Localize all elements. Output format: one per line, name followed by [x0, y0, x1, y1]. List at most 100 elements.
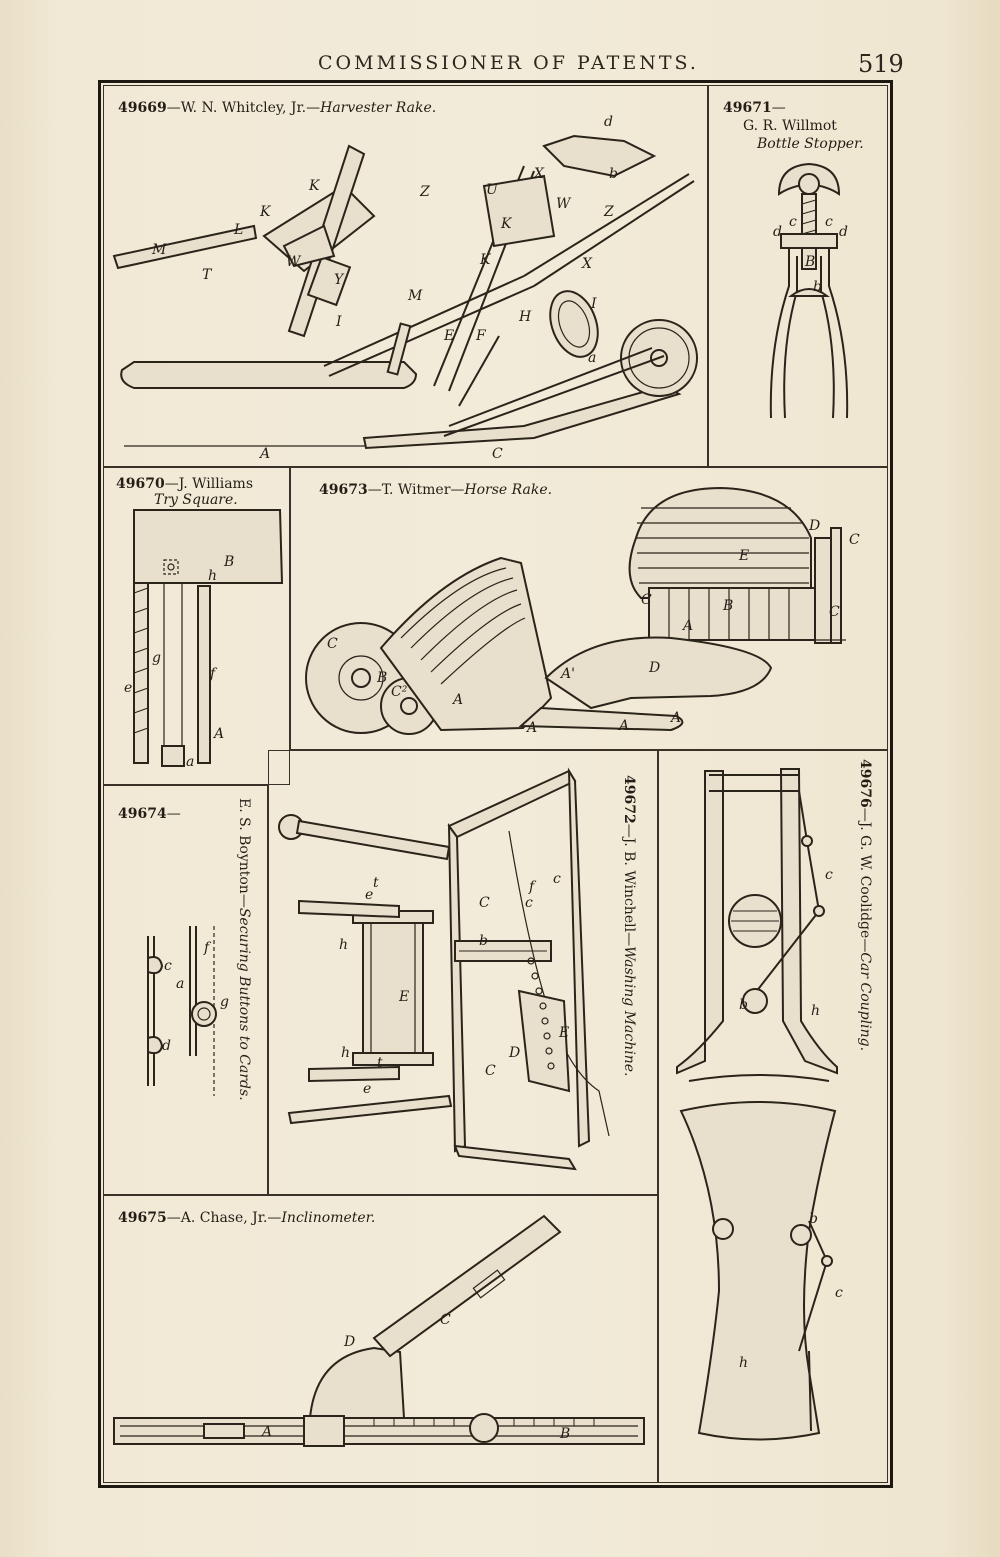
part-letter-a: a [588, 350, 596, 366]
part-letter-b: b [809, 1211, 818, 1227]
panel-horse-rake: 49673—T. Witmer—Horse Rake. [290, 467, 888, 750]
part-letter-I: I [335, 314, 342, 330]
part-letter-A: A [258, 446, 270, 462]
washing-machine-drawing: t e c f c C b h E E D C h t e [278, 767, 610, 1171]
panel-washing-machine: 49672—J. B. Winchell—Washing Machine. [268, 750, 658, 1195]
patent-title: Bottle Stopper. [757, 136, 864, 152]
part-letter-C: C [849, 532, 860, 548]
part-letter-A-prime: A' [559, 666, 575, 682]
patent-number: 49671 [723, 100, 772, 116]
part-letter-M: M [407, 288, 423, 304]
part-letter-H: H [518, 309, 532, 325]
part-letter-L: L [233, 222, 243, 238]
part-letter-Z: Z [419, 184, 430, 200]
part-letter-A: A [451, 692, 463, 708]
patent-title: Harvester Rake. [320, 100, 437, 116]
part-letter-C: C [327, 636, 338, 652]
part-letter-A: A [260, 1424, 272, 1440]
panel-inclinometer: 49675—A. Chase, Jr.—Inclinometer. C D A [103, 1195, 658, 1483]
horse-rake-drawing: E D C C B C A C A' D B C² A A A A [305, 486, 860, 736]
patent-title: Try Square. [154, 492, 238, 508]
part-letter-f: f [209, 666, 218, 682]
part-letter-c: c [825, 214, 833, 230]
part-letter-e: e [365, 887, 373, 903]
part-letter-C: C [641, 592, 652, 608]
patent-caption: 49670—J. Williams [116, 476, 254, 492]
inclinometer-drawing: C D A B [113, 1214, 645, 1447]
part-letter-g: g [220, 994, 229, 1010]
part-letter-b: b [479, 933, 488, 949]
part-letter-F: F [475, 328, 487, 344]
part-letter-c: c [553, 871, 561, 887]
part-letter-e: e [124, 680, 132, 696]
part-letter-D: D [343, 1334, 355, 1350]
part-letter-t: t [373, 875, 379, 891]
part-letter-a: a [176, 976, 184, 992]
part-letter-K: K [308, 178, 321, 194]
part-letter-h: h [739, 1355, 748, 1371]
part-letter-I: I [590, 296, 597, 312]
part-letter-h: h [208, 568, 217, 584]
part-letter-C: C [479, 895, 490, 911]
buttons-to-cards-drawing: f c a g d [147, 926, 229, 1096]
part-letter-h: h [341, 1045, 350, 1061]
part-letter-c: c [164, 958, 172, 974]
panel-buttons-to-cards: 49674— E. S. Boynton—Securing Buttons to… [103, 785, 268, 1195]
part-letter-D: D [808, 518, 820, 534]
part-letter-B: B [376, 670, 387, 686]
part-letter-E: E [738, 548, 749, 564]
part-letter-a: a [186, 754, 194, 770]
part-letter-A: A [212, 726, 224, 742]
part-letter-b: b [609, 166, 618, 182]
part-letter-h: h [339, 937, 348, 953]
panel-car-coupling: 49676—J. G. W. Coolidge—Car Coupling. [658, 750, 888, 1483]
part-letter-f: f [203, 940, 212, 956]
part-letter-D: D [508, 1045, 520, 1061]
part-letter-t: t [377, 1055, 383, 1071]
page-title: COMMISSIONER OF PATENTS. [318, 52, 699, 74]
part-letter-W: W [286, 254, 302, 270]
patent-caption: 49671— [723, 100, 786, 116]
part-letter-c: c [825, 867, 833, 883]
part-letter-d: d [839, 224, 848, 240]
patent-inventor: G. R. Willmot [743, 118, 837, 134]
part-letter-A: A [669, 710, 681, 726]
part-letter-g: g [152, 650, 161, 666]
part-letter-b: b [739, 997, 748, 1013]
patent-inventor: W. N. Whitcley, Jr. [180, 100, 307, 116]
part-letter-d: d [604, 114, 613, 130]
bottle-stopper-drawing: c c d d B b [769, 162, 849, 419]
patent-inventor: T. Witmer [381, 482, 451, 498]
part-letter-C: C [492, 446, 503, 462]
part-letter-c: c [835, 1285, 843, 1301]
part-letter-B: B [722, 598, 733, 614]
car-coupling-drawing: c b h b c h [676, 768, 843, 1441]
part-letter-C: C [485, 1063, 496, 1079]
patent-caption: 49669—W. N. Whitcley, Jr.—Harvester Rake… [118, 100, 437, 116]
part-letter-Z: Z [603, 204, 614, 220]
part-letter-X: X [533, 166, 545, 182]
patent-number: 49674 [118, 806, 167, 822]
patent-number: 49673 [319, 482, 368, 498]
patent-inventor: J. Williams [178, 476, 254, 492]
running-head: COMMISSIONER OF PATENTS. 519 [0, 50, 1000, 84]
part-letter-M: M [151, 242, 167, 258]
part-letter-E: E [398, 989, 409, 1005]
part-letter-B: B [223, 554, 234, 570]
patent-number: 49669 [118, 100, 167, 116]
part-letter-D: D [648, 660, 660, 676]
part-letter-E: E [443, 328, 454, 344]
part-letter-A: A [617, 718, 629, 734]
part-letter-d: d [773, 224, 782, 240]
part-letter-A: A [681, 618, 693, 634]
part-letter-C: C [440, 1312, 451, 1328]
patent-inventor: A. Chase, Jr. [180, 1210, 268, 1226]
part-letter-K: K [500, 216, 513, 232]
patent-title: Inclinometer. [281, 1210, 376, 1226]
panel-harvester-rake: 49669—W. N. Whitcley, Jr.—Harvester Rake… [103, 85, 708, 467]
part-letter-K: K [259, 204, 272, 220]
part-letter-T: T [202, 267, 213, 283]
patent-number: 49675 [118, 1210, 167, 1226]
patent-number: 49670 [116, 476, 165, 492]
